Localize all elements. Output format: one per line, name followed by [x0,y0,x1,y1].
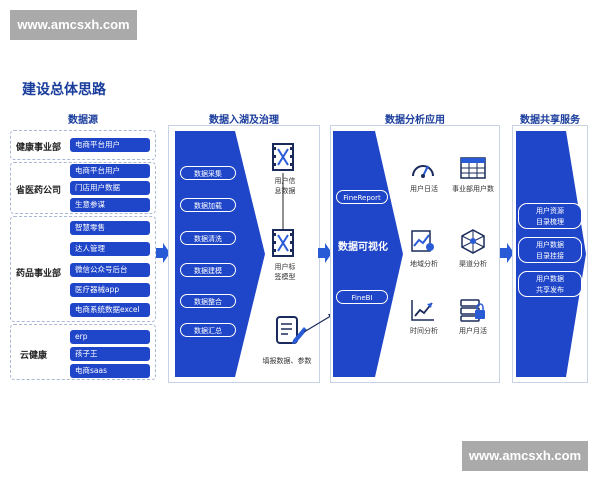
source-item: 智慧零售 [70,221,150,235]
source-item: 达人管理 [70,242,150,256]
user-info-model-label: 用户信 息数据 [274,177,296,195]
ingest-step: 数据加载 [180,198,236,212]
tool-finebi: FineBI [336,290,388,304]
source-item: 电商saas [70,364,150,378]
spreadsheet-icon [460,157,486,179]
ingest-step: 数据建模 [180,263,236,277]
model-connector [282,173,284,231]
server-lock-icon [460,299,485,322]
source-group-label: 药品事业部 [16,269,62,279]
source-item: 孩子王 [70,347,150,361]
source-item: 微信公众号后台 [70,263,150,277]
film-icon [272,229,294,257]
analysis-chevron-shape [333,131,403,377]
watermark-bottom: www.amcsxh.com [462,441,588,471]
flow-arrow-icon [318,243,332,263]
form-fill-label: 填报数据、参数 [262,357,312,365]
source-item: 生意参谋 [70,198,150,212]
ingest-step: 数据采集 [180,166,236,180]
sharing-service: 用户数据 目录挂接 [518,237,582,263]
watermark-top: www.amcsxh.com [10,10,137,40]
source-item: erp [70,330,150,344]
source-group-label: 健康事业部 [16,143,62,153]
ingest-step: 数据清洗 [180,231,236,245]
trend-chart-icon [411,300,434,321]
tool-finereport: FineReport [336,190,388,204]
source-item: 电商系统数据excel [70,303,150,317]
source-item: 电商平台用户 [70,164,150,178]
analysis-module-label: 用户日活 [410,185,438,193]
analysis-center-label: 数据可视化 [338,242,388,253]
analysis-module-label: 用户月活 [459,327,487,335]
user-tag-model-label: 用户标 签模型 [274,263,296,281]
source-group-label: 省医药公司 [16,186,62,196]
flow-arrow-icon [500,243,514,263]
map-chart-icon [411,230,434,252]
ingest-chevron-shape [175,131,265,377]
form-edit-icon [276,316,307,344]
section-title-analysis: 数据分析应用 [385,115,445,126]
source-item: 门店用户数据 [70,181,150,195]
flow-arrow-icon [156,243,170,263]
sharing-service: 用户资源 目录梳理 [518,203,582,229]
section-title-sharing: 数据共享服务 [520,115,580,126]
source-item: 电商平台用户 [70,138,150,152]
section-title-sources: 数据源 [68,115,98,126]
source-group-label: 云健康 [20,351,48,361]
analysis-module-label: 事业部用户数 [452,185,494,193]
analysis-module-label: 时间分析 [410,327,438,335]
film-icon [272,143,294,171]
ingest-step: 数据汇总 [180,323,236,337]
section-title-ingest: 数据入湖及治理 [209,115,279,126]
network-icon [461,229,485,254]
source-item: 医疗器械app [70,283,150,297]
sharing-service: 用户数据 共享发布 [518,271,582,297]
diagram-title: 建设总体思路 [22,82,106,98]
gauge-icon [412,165,434,178]
analysis-module-label: 地域分析 [410,260,438,268]
analysis-module-label: 渠道分析 [459,260,487,268]
ingest-step: 数据整合 [180,294,236,308]
